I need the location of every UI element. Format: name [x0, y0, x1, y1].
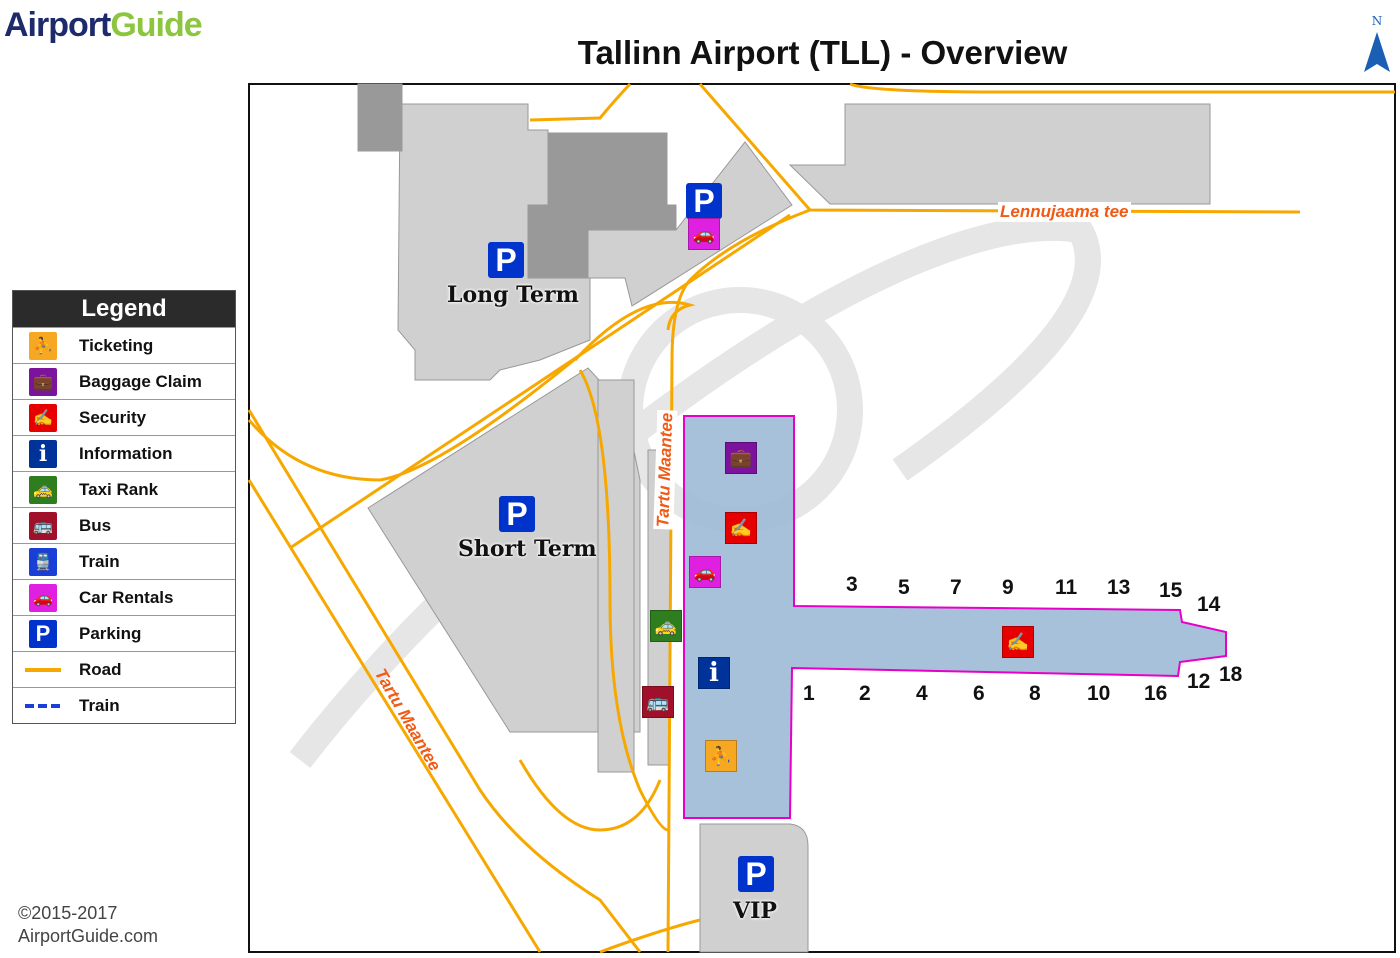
ticketing-icon: ⛹ [705, 740, 737, 772]
gate-label: 16 [1144, 682, 1168, 705]
legend-item-train-line: Train [13, 687, 235, 723]
gate-label: 2 [859, 682, 871, 705]
legend-item-baggage-claim: 💼Baggage Claim [13, 363, 235, 399]
security-icon: ✍ [1002, 626, 1034, 658]
train-line-icon [25, 703, 61, 708]
bus-icon: 🚌 [642, 686, 674, 718]
bus-icon: 🚌 [29, 511, 57, 540]
legend-item-bus: 🚌Bus [13, 507, 235, 543]
gate-label: 18 [1219, 663, 1243, 686]
legend-item-taxi-rank: 🚕Taxi Rank [13, 471, 235, 507]
gate-label: 4 [916, 682, 928, 705]
legend: Legend ⛹Ticketing 💼Baggage Claim ✍Securi… [12, 290, 236, 724]
gate-label: 13 [1107, 576, 1131, 599]
gate-label: 1 [803, 682, 815, 705]
gate-label: 5 [898, 576, 910, 599]
ticketing-icon: ⛹ [29, 331, 57, 360]
parking-icon: P [738, 856, 774, 892]
information-icon: i [29, 439, 57, 468]
gate-label: 7 [950, 576, 962, 599]
north-arrow: N [1362, 14, 1392, 77]
road-label-tartu-maantee: Tartu Maantee [653, 410, 678, 530]
legend-item-road: Road [13, 651, 235, 687]
gate-label: 6 [973, 682, 985, 705]
building [788, 103, 1211, 205]
building [597, 379, 635, 773]
road-label-lennujaama-tee: Lennujaama tee [998, 202, 1131, 222]
vip-parking-label: VIP [733, 898, 777, 924]
legend-item-car-rentals: 🚗Car Rentals [13, 579, 235, 615]
legend-item-ticketing: ⛹Ticketing [13, 327, 235, 363]
airportguide-logo[interactable]: AirportGuide [4, 6, 203, 44]
long-term-parking-label: Long Term [447, 282, 579, 308]
baggage-claim-icon: 💼 [29, 367, 57, 396]
gate-label: 12 [1187, 670, 1211, 693]
roads [247, 82, 1395, 954]
gate-label: 8 [1029, 682, 1041, 705]
short-term-parking-label: Short Term [458, 536, 597, 562]
gate-label: 9 [1002, 576, 1014, 599]
car-rental-icon: 🚗 [29, 583, 57, 612]
gate-label: 3 [846, 573, 858, 596]
car-rental-icon: 🚗 [689, 556, 721, 588]
security-icon: ✍ [725, 512, 757, 544]
information-icon: i [698, 657, 730, 689]
train-icon: 🚆 [29, 547, 57, 576]
legend-item-security: ✍Security [13, 399, 235, 435]
terminal [683, 415, 1227, 819]
security-icon: ✍ [29, 403, 57, 432]
road-line-icon [25, 667, 61, 672]
parking-icon: P [686, 183, 722, 219]
short-term-parking-area [367, 367, 641, 733]
baggage-claim-icon: 💼 [725, 442, 757, 474]
gate-label: 15 [1159, 579, 1183, 602]
building [357, 83, 403, 152]
parking-icon: P [499, 496, 535, 532]
gate-label: 10 [1087, 682, 1111, 705]
north-arrow-icon [1364, 32, 1390, 72]
legend-title: Legend [13, 291, 235, 327]
taxi-icon: 🚕 [29, 475, 57, 504]
parking-icon: P [29, 619, 57, 648]
car-rental-icon: 🚗 [688, 218, 720, 250]
parking-icon: P [488, 242, 524, 278]
page-title: Tallinn Airport (TLL) - Overview [577, 34, 1068, 71]
gate-label: 14 [1197, 593, 1221, 616]
taxi-rank-icon: 🚕 [650, 610, 682, 642]
gate-label: 11 [1055, 576, 1078, 599]
legend-item-train: 🚆Train [13, 543, 235, 579]
